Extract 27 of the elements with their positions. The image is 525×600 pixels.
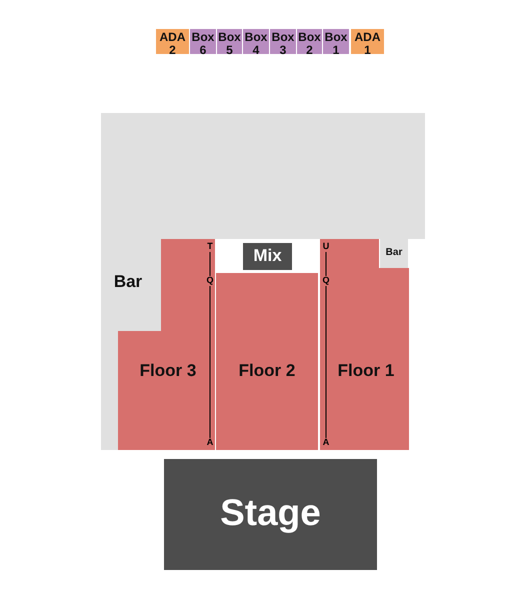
mix-booth [243,243,292,270]
row-letter: A [322,437,330,447]
section-name: Box 5 [217,31,242,56]
floor-section [216,273,318,450]
section-name: Mix [252,247,283,265]
section-name: Floor 1 [336,362,396,380]
section-name: Box 2 [297,31,322,56]
bar-area [101,113,425,450]
section-name: Box 1 [324,31,348,56]
section-name: ADA 1 [354,31,382,56]
row-letter: T [206,241,214,251]
area-name: Bar [112,273,144,291]
area-name: Bar [384,248,404,258]
section-name: Floor 2 [238,362,296,380]
row-letter: U [322,241,330,251]
section-name: ADA 2 [158,31,186,56]
section-name: Box 4 [244,31,268,56]
row-letter: A [206,437,214,447]
section-name: Box 3 [270,31,296,56]
stage [164,459,377,570]
row-letter: Q [205,275,214,285]
row-letter: Q [321,275,330,285]
floor-section [320,239,409,450]
section-name: Box 6 [190,31,216,56]
section-name: Floor 3 [138,362,198,380]
stage-name: Stage [219,494,322,533]
bar-area [380,239,408,268]
